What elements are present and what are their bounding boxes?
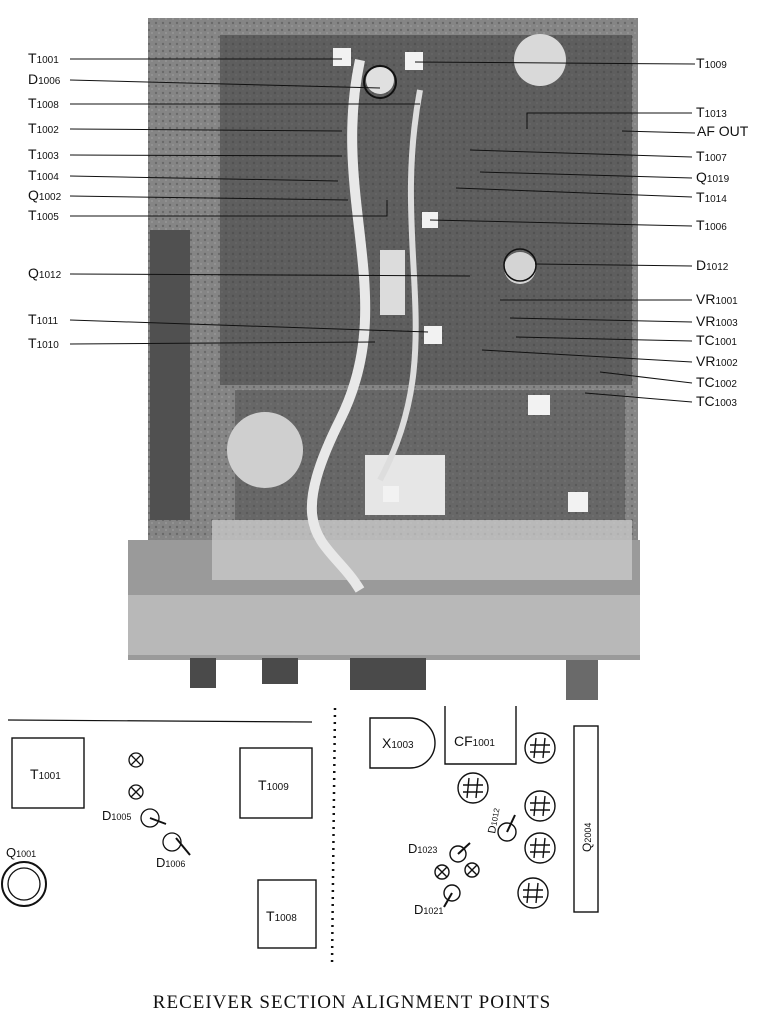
- callout-right-2: AF OUT: [697, 123, 749, 139]
- callout-left-3: T1002: [28, 120, 59, 136]
- detail-label-t1008: T1008: [266, 908, 297, 924]
- detail-label-d1005: D1005: [102, 808, 131, 823]
- detail-label-d1021: D1021: [414, 902, 443, 917]
- callout-right-9: VR1003: [696, 313, 738, 329]
- callout-left-10: T1010: [28, 335, 59, 351]
- callout-right-1: T1013: [696, 104, 727, 120]
- callout-left-0: T1001: [28, 50, 59, 66]
- detail-label-t1009: T1009: [258, 777, 289, 793]
- left-callouts: T1001D1006T1008T1002T1003T1004Q1002T1005…: [28, 50, 62, 351]
- detail-label-d1012: D1012: [486, 807, 502, 835]
- callout-right-5: T1014: [696, 189, 727, 205]
- callout-right-4: Q1019: [696, 169, 730, 185]
- callout-right-8: VR1001: [696, 291, 738, 307]
- chassis-photo: [128, 18, 640, 700]
- callout-left-4: T1003: [28, 146, 59, 162]
- callout-right-10: TC1001: [696, 332, 737, 348]
- x1003-outline: [369, 717, 436, 769]
- cf1001-outline: [444, 706, 517, 765]
- detail-label-d1023: D1023: [408, 841, 437, 856]
- callout-left-5: T1004: [28, 167, 59, 183]
- callout-right-7: D1012: [696, 257, 729, 273]
- adjust-points-left: [1, 752, 191, 907]
- callout-right-0: T1009: [696, 55, 727, 71]
- d1012-marker: [503, 248, 537, 282]
- detail-label-t1001: T1001: [30, 766, 61, 782]
- dotted-divider: [330, 707, 337, 966]
- detail-label-cf1001: CF1001: [454, 733, 495, 749]
- callout-right-6: T1006: [696, 217, 727, 233]
- d1006-marker: [363, 65, 397, 99]
- callout-left-8: Q1012: [28, 265, 62, 281]
- callout-right-13: TC1003: [696, 393, 737, 409]
- t1008-box: [257, 879, 317, 949]
- callout-leaders: [69, 58, 696, 403]
- detail-label-x1003: X1003: [382, 735, 414, 751]
- callout-right-12: TC1002: [696, 374, 737, 390]
- callout-left-1: D1006: [28, 71, 61, 87]
- trimmer-4: [524, 832, 556, 864]
- q2004-outline: [573, 725, 599, 913]
- callout-left-6: Q1002: [28, 187, 62, 203]
- callout-left-9: T1011: [28, 311, 59, 327]
- t1009-box: [239, 747, 313, 819]
- detail-label-d1006: D1006: [156, 855, 185, 870]
- callout-left-7: T1005: [28, 207, 59, 223]
- detail-label-q1001: Q1001: [6, 845, 36, 860]
- detail-separator-line: [7, 719, 313, 723]
- trimmer-5: [517, 877, 549, 909]
- callout-left-2: T1008: [28, 95, 59, 111]
- callout-right-11: VR1002: [696, 353, 738, 369]
- figure-caption: RECEIVER SECTION ALIGNMENT POINTS: [153, 992, 551, 1013]
- callout-right-3: T1007: [696, 148, 727, 164]
- detail-drawings: T1001 T1009 D1005 D1006 Q1001 T1008 X100…: [1, 706, 599, 966]
- detail-label-q2004: Q2004: [580, 823, 594, 852]
- adjust-points-right: [434, 732, 556, 909]
- trimmer-3: [524, 790, 556, 822]
- t1001-box: [11, 737, 85, 809]
- trimmer-1: [524, 732, 556, 764]
- trimmer-2: [457, 772, 489, 804]
